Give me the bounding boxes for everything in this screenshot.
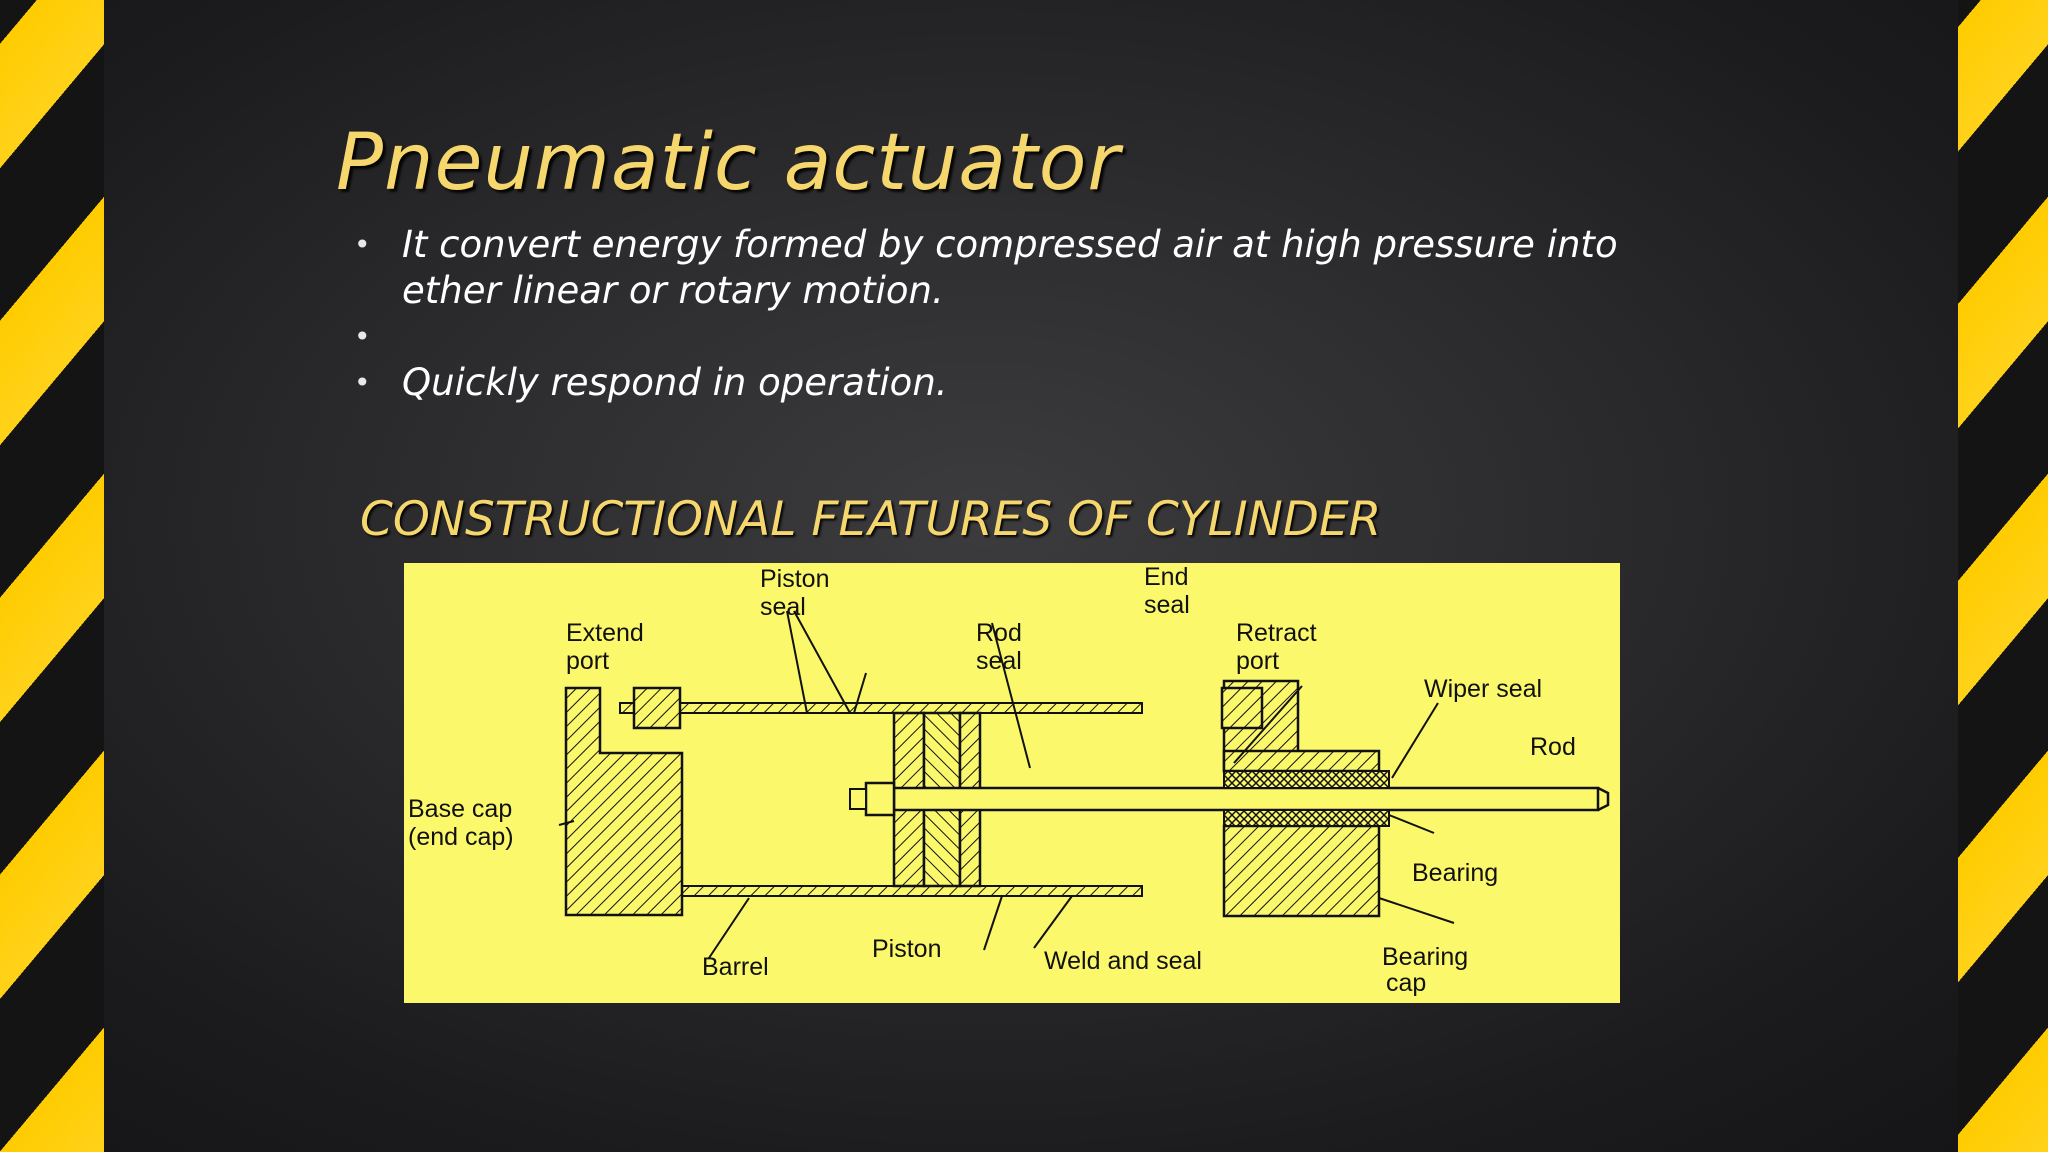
label-base-cap-line1: Base cap	[408, 795, 513, 823]
barrel-top-wall	[619, 702, 1143, 714]
label-base-cap-line2: (end cap)	[408, 823, 514, 851]
label-rod-seal-line2: seal	[976, 647, 1022, 675]
bearing-cap-bottom	[1222, 824, 1381, 918]
extend-port-boss	[632, 686, 682, 730]
bearing-upper	[1223, 770, 1390, 789]
label-bearing: Bearing	[1412, 859, 1499, 887]
hazard-stripes-left	[0, 0, 104, 1152]
section-subtitle: CONSTRUCTIONAL FEATURES OF CYLINDER	[360, 492, 1382, 547]
label-barrel: Barrel	[702, 953, 769, 981]
label-retract-port-line1: Retract	[1236, 619, 1317, 647]
label-extend-port-line2: port	[566, 647, 610, 675]
bullet-item-empty	[354, 314, 1654, 360]
label-weld-and-seal: Weld and seal	[1044, 947, 1202, 975]
bullet-item: Quickly respond in operation.	[354, 360, 1654, 406]
barrel-bottom-wall	[619, 885, 1143, 897]
label-piston: Piston	[872, 935, 942, 963]
label-bearing-cap-line1: Bearing	[1382, 943, 1469, 971]
label-end-seal-line2: seal	[1144, 591, 1190, 619]
slide-title: Pneumatic actuator	[336, 118, 1121, 208]
label-piston-seal-line2: seal	[760, 593, 806, 621]
base-cap	[564, 686, 684, 917]
bullet-list: It convert energy formed by compressed a…	[354, 222, 1654, 406]
piston-rod	[892, 786, 1600, 812]
label-retract-port-line2: port	[1236, 647, 1280, 675]
label-wiper-seal: Wiper seal	[1424, 675, 1543, 703]
cylinder-diagram: Piston seal End seal Extend port Rod sea…	[404, 563, 1620, 1003]
label-rod: Rod	[1530, 733, 1576, 761]
piston-nut	[864, 781, 896, 817]
label-extend-port-line1: Extend	[566, 619, 644, 647]
label-end-seal-line1: End	[1144, 563, 1189, 591]
bullet-item: It convert energy formed by compressed a…	[354, 222, 1654, 314]
bearing-lower	[1223, 809, 1390, 827]
hazard-stripes-right	[1958, 0, 2048, 1152]
label-piston-seal-line1: Piston	[760, 565, 830, 593]
cylinder-drawing	[558, 610, 1610, 959]
label-rod-seal-line1: Rod	[976, 619, 1022, 647]
label-bearing-cap-line2: cap	[1386, 969, 1427, 997]
retract-port-boss	[1220, 686, 1264, 730]
